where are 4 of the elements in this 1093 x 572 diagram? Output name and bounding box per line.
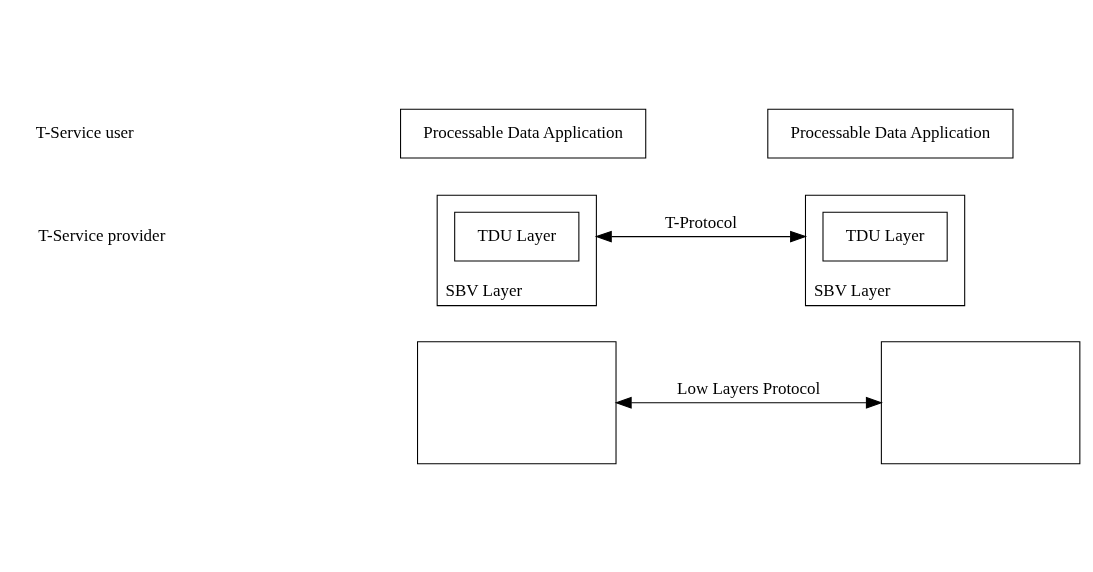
edge-label: T-Protocol	[664, 212, 737, 232]
label: T-Service provider	[38, 225, 166, 245]
edge-label: Low Layers Protocol	[677, 378, 821, 398]
label: T-Service user	[35, 122, 134, 142]
